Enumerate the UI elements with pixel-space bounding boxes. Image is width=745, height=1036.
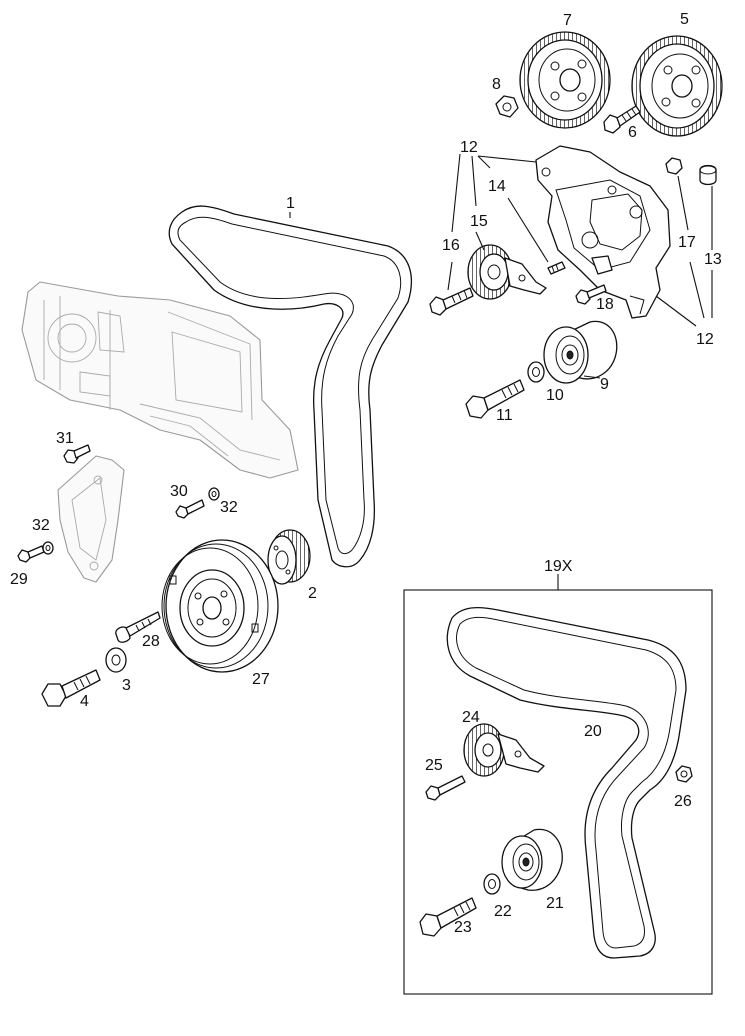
washer-10 — [527, 361, 545, 383]
timing-belt-1 — [168, 205, 412, 568]
label-part-7: 7 — [563, 12, 572, 29]
label-part-2: 2 — [308, 585, 317, 602]
leader-lines — [289, 153, 713, 379]
label-part-15: 15 — [470, 213, 488, 230]
label-part-26: 26 — [674, 793, 692, 810]
washer-32-middle — [208, 487, 220, 501]
stud-13 — [699, 164, 717, 186]
label-part-11: 11 — [496, 407, 513, 424]
label-part-17: 17 — [678, 234, 696, 251]
tensioner-pulley-15 — [467, 244, 547, 300]
label-part-22: 22 — [494, 903, 512, 920]
label-part-27: 27 — [252, 671, 270, 688]
label-part-9: 9 — [600, 376, 609, 393]
label-part-12-right: 12 — [696, 331, 714, 348]
bolt-31 — [63, 444, 91, 464]
bolt-11 — [465, 379, 525, 419]
label-part-19x: 19X — [544, 558, 573, 575]
label-part-5: 5 — [680, 11, 689, 28]
bolt-23 — [419, 897, 477, 937]
label-part-16: 16 — [442, 237, 460, 254]
bolt-28 — [115, 611, 161, 643]
bolt-18 — [575, 284, 607, 305]
label-part-10: 10 — [546, 387, 564, 404]
nut-17 — [665, 157, 683, 175]
label-part-28: 28 — [142, 633, 160, 650]
camshaft-gear-7 — [519, 31, 611, 129]
bolt-16 — [429, 287, 474, 316]
callout-labels: 1 2 3 4 5 6 7 8 9 10 11 12 12 13 14 15 1… — [10, 11, 722, 936]
bolt-6 — [603, 105, 641, 134]
timing-belt-20 — [446, 606, 687, 959]
label-part-29: 29 — [10, 571, 28, 588]
label-part-32-middle: 32 — [220, 499, 238, 516]
label-part-20: 20 — [584, 723, 602, 740]
kit-19x-box — [403, 574, 713, 995]
washer-22 — [483, 873, 501, 895]
label-part-3: 3 — [122, 677, 131, 694]
bolt-29 — [17, 545, 45, 563]
label-part-25: 25 — [425, 757, 443, 774]
label-part-18: 18 — [596, 296, 614, 313]
crankshaft-pulley-27 — [161, 539, 279, 673]
label-part-30: 30 — [170, 483, 188, 500]
label-part-23: 23 — [454, 919, 472, 936]
camshaft-gear-5 — [631, 35, 723, 137]
crankshaft-gear-2 — [267, 529, 311, 585]
label-part-12-top: 12 — [460, 139, 478, 156]
washer-32-left — [42, 541, 54, 555]
label-part-13: 13 — [704, 251, 722, 268]
label-part-1: 1 — [286, 195, 295, 212]
label-part-14: 14 — [488, 178, 506, 195]
label-part-21: 21 — [546, 895, 564, 912]
washer-3 — [105, 647, 127, 673]
label-part-6: 6 — [628, 124, 637, 141]
label-part-4: 4 — [80, 693, 89, 710]
lower-bracket-ghost — [57, 455, 125, 583]
bolt-25 — [425, 775, 466, 801]
bolt-4 — [41, 669, 101, 707]
label-part-8: 8 — [492, 76, 501, 93]
tensioner-bracket-12 — [535, 145, 671, 319]
timing-cover-ghost — [21, 281, 299, 479]
idler-pulley-21 — [501, 828, 563, 891]
label-part-24: 24 — [462, 709, 480, 726]
bolt-30 — [175, 499, 205, 519]
nut-8 — [495, 95, 519, 118]
label-part-31: 31 — [56, 430, 74, 447]
pin-14 — [547, 261, 566, 275]
idler-pulley-9 — [543, 320, 618, 384]
label-part-32-left: 32 — [32, 517, 50, 534]
tensioner-pulley-24 — [463, 723, 545, 777]
nut-26 — [675, 765, 693, 783]
